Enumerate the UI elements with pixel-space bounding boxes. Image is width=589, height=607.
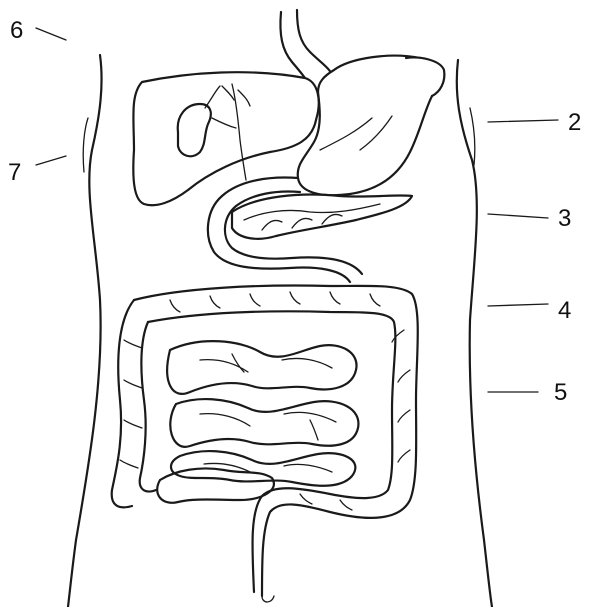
leader-line-3: [488, 214, 548, 218]
label-2: 2: [568, 109, 581, 136]
pancreas: [232, 195, 412, 239]
label-6: 6: [10, 17, 23, 44]
liver: [133, 72, 318, 205]
label-7: 7: [8, 159, 21, 186]
label-4: 4: [558, 297, 571, 324]
leader-line-4: [488, 304, 548, 306]
leader-line-2: [488, 120, 558, 122]
small-intestine: [157, 341, 358, 503]
leader-line-6: [36, 28, 66, 40]
label-3: 3: [558, 205, 571, 232]
leader-line-7: [36, 156, 66, 165]
label-5: 5: [554, 379, 567, 406]
stomach: [298, 56, 445, 196]
